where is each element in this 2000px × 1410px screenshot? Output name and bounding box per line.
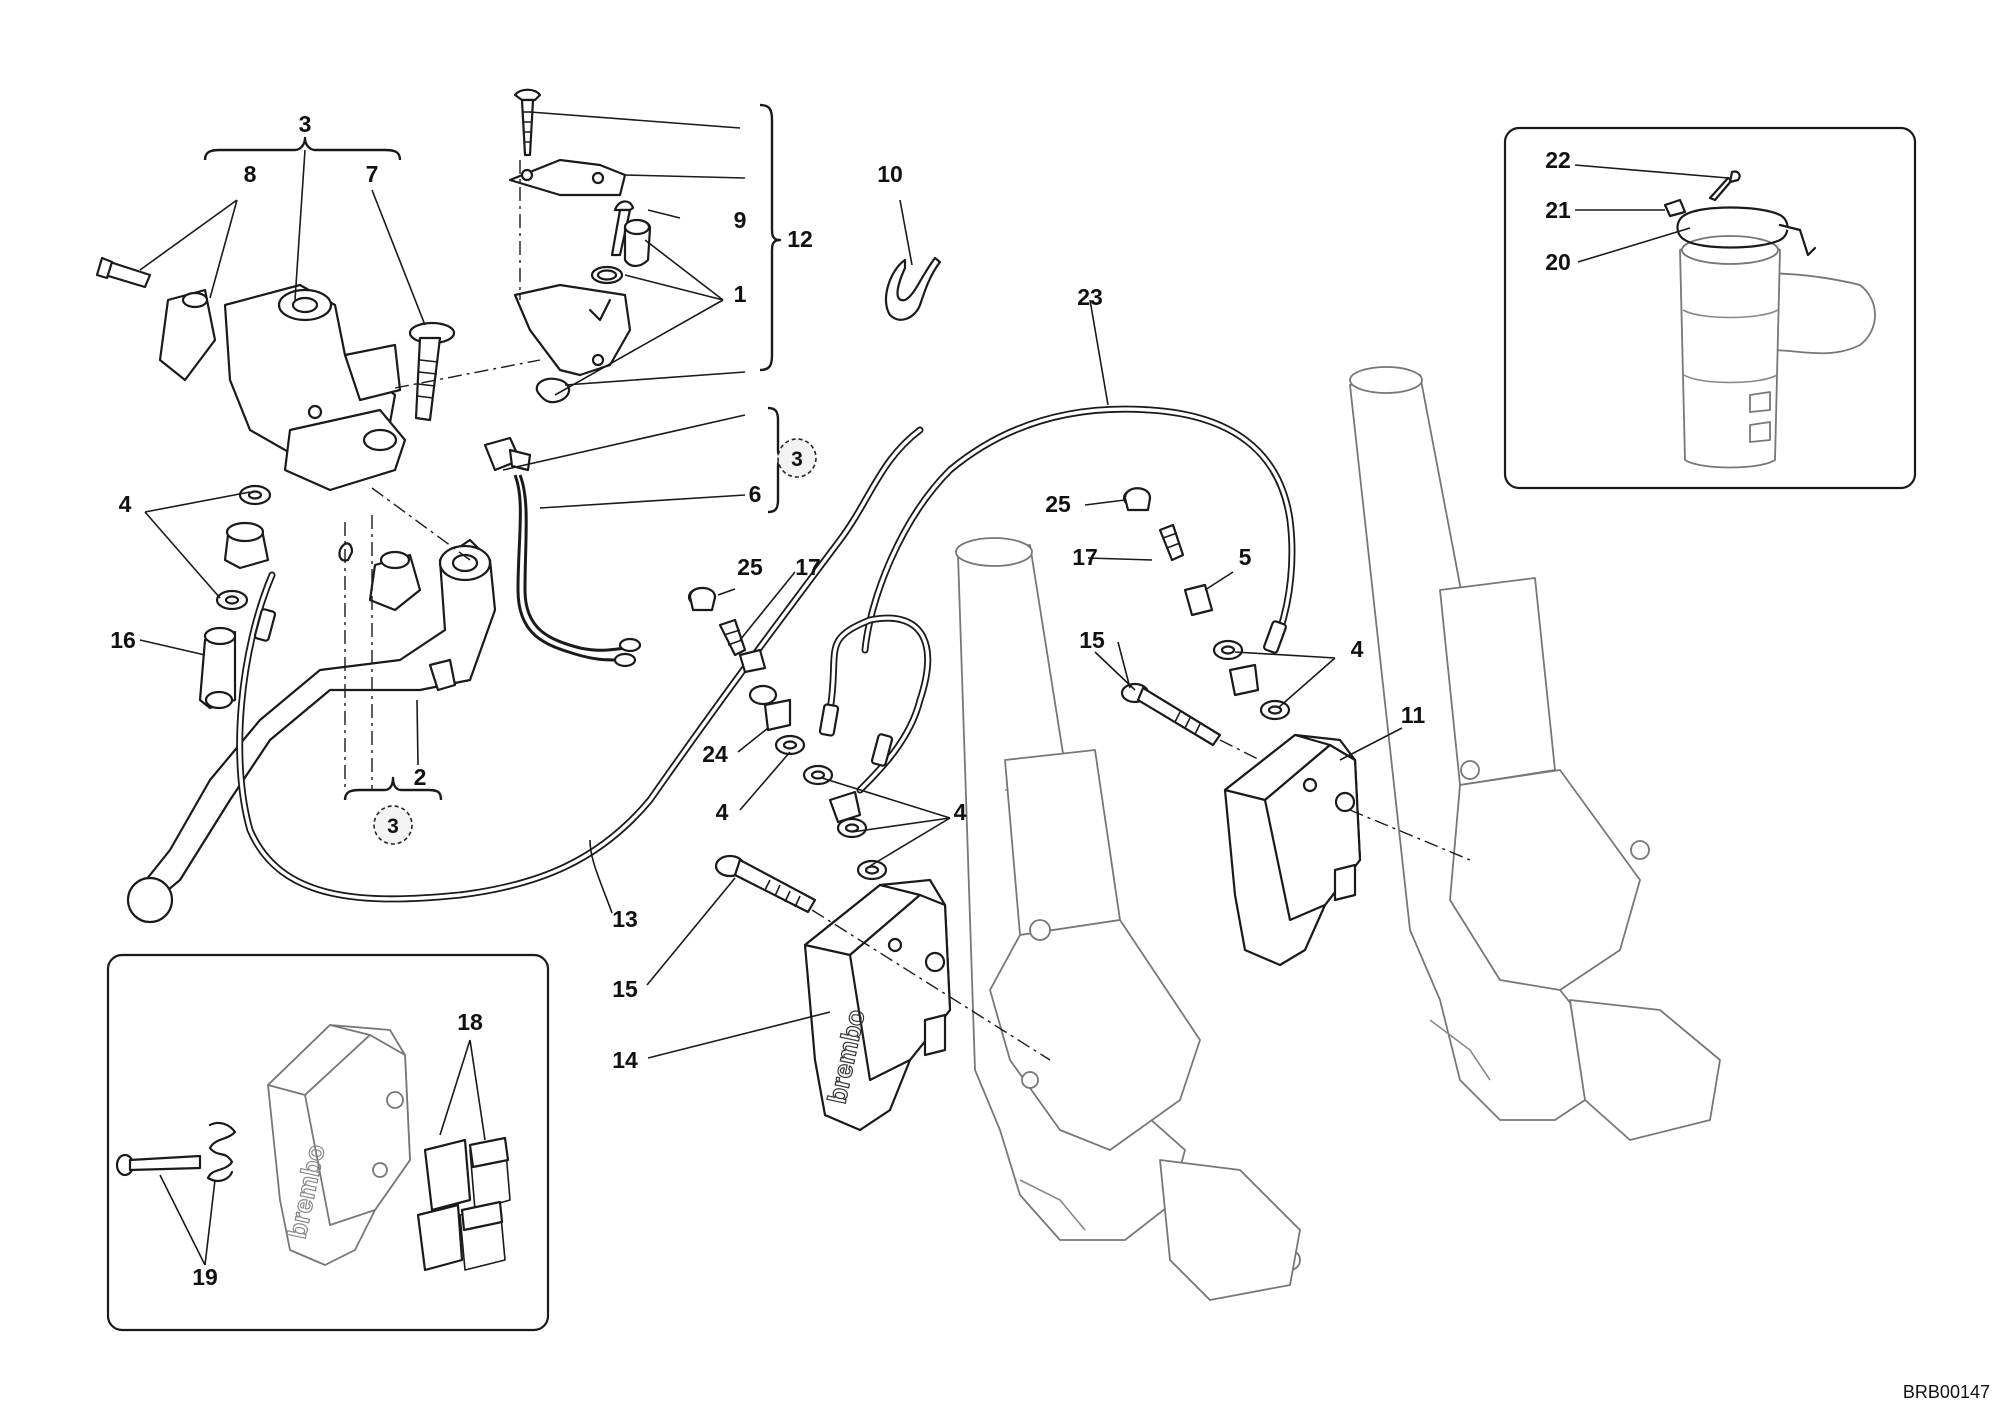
caliper-bolt-rear xyxy=(1120,682,1222,747)
label-14: 14 xyxy=(612,1047,638,1073)
hose-clip-10 xyxy=(885,256,942,321)
label-13: 13 xyxy=(612,906,638,932)
label-17-rear: 17 xyxy=(1072,544,1098,570)
label-9: 9 xyxy=(734,207,747,233)
master-cylinder xyxy=(158,283,407,492)
label-18: 18 xyxy=(457,1009,483,1035)
svg-text:3: 3 xyxy=(387,815,399,838)
label-4-caliper-front: 4 xyxy=(954,799,967,825)
hose-ferrules xyxy=(253,608,1287,767)
label-19: 19 xyxy=(192,1264,218,1290)
label-21: 21 xyxy=(1545,197,1571,223)
banjo-fitting-front xyxy=(687,586,888,881)
label-25-rear: 25 xyxy=(1045,491,1071,517)
fork-leg-rear xyxy=(1349,366,1721,1141)
label-15-rear: 15 xyxy=(1079,627,1105,653)
label-4-lever: 4 xyxy=(119,491,132,517)
label-12: 12 xyxy=(787,226,813,252)
brake-light-switch xyxy=(338,542,422,612)
label-1: 1 xyxy=(734,281,747,307)
label-22: 22 xyxy=(1545,147,1571,173)
assembly-centerlines xyxy=(344,160,1471,1061)
drawing-code: BRB00147 xyxy=(1903,1382,1990,1402)
label-16: 16 xyxy=(110,627,136,653)
switch-wire xyxy=(483,436,642,668)
inset-hose-clamp xyxy=(1503,126,1917,490)
label-24: 24 xyxy=(702,741,728,767)
label-4-rear: 4 xyxy=(1351,636,1364,662)
label-23: 23 xyxy=(1077,284,1103,310)
label-15-front: 15 xyxy=(612,976,638,1002)
reference-mark-switch: 3 xyxy=(777,438,817,478)
caliper-14: brembo xyxy=(803,878,952,1132)
label-6: 6 xyxy=(749,481,762,507)
fork-leg-front xyxy=(955,537,1301,1301)
label-4-front: 4 xyxy=(716,799,729,825)
banjo-fitting-rear xyxy=(1122,487,1291,721)
label-5: 5 xyxy=(1239,544,1252,570)
brake-hose-13 xyxy=(236,426,924,903)
screw-8 xyxy=(95,256,152,289)
label-2: 2 xyxy=(414,764,427,790)
brake-hose-middle xyxy=(826,614,932,794)
label-7: 7 xyxy=(366,161,379,187)
label-8: 8 xyxy=(244,161,257,187)
inset-brake-pads: brembo xyxy=(106,953,550,1332)
label-17-front: 17 xyxy=(795,554,821,580)
pivot-bolt-7 xyxy=(408,321,456,422)
fluid-reservoir xyxy=(508,88,652,404)
label-10: 10 xyxy=(877,161,903,187)
brake-lever xyxy=(126,538,497,924)
reference-mark-lever: 3 xyxy=(373,805,413,845)
brake-hose-23 xyxy=(861,405,1296,654)
label-11: 11 xyxy=(1401,702,1426,728)
caliper-11 xyxy=(1223,733,1362,967)
part-labels: 3 8 7 9 12 1 10 23 6 4 16 2 13 25 17 24 … xyxy=(110,111,1571,1290)
label-20: 20 xyxy=(1545,249,1571,275)
leader-lines xyxy=(139,103,1403,1059)
caliper-bolt-front xyxy=(714,854,817,914)
label-3: 3 xyxy=(299,111,312,137)
banjo-fitting-left xyxy=(198,484,272,710)
svg-text:3: 3 xyxy=(791,448,803,471)
label-25-front: 25 xyxy=(737,554,763,580)
